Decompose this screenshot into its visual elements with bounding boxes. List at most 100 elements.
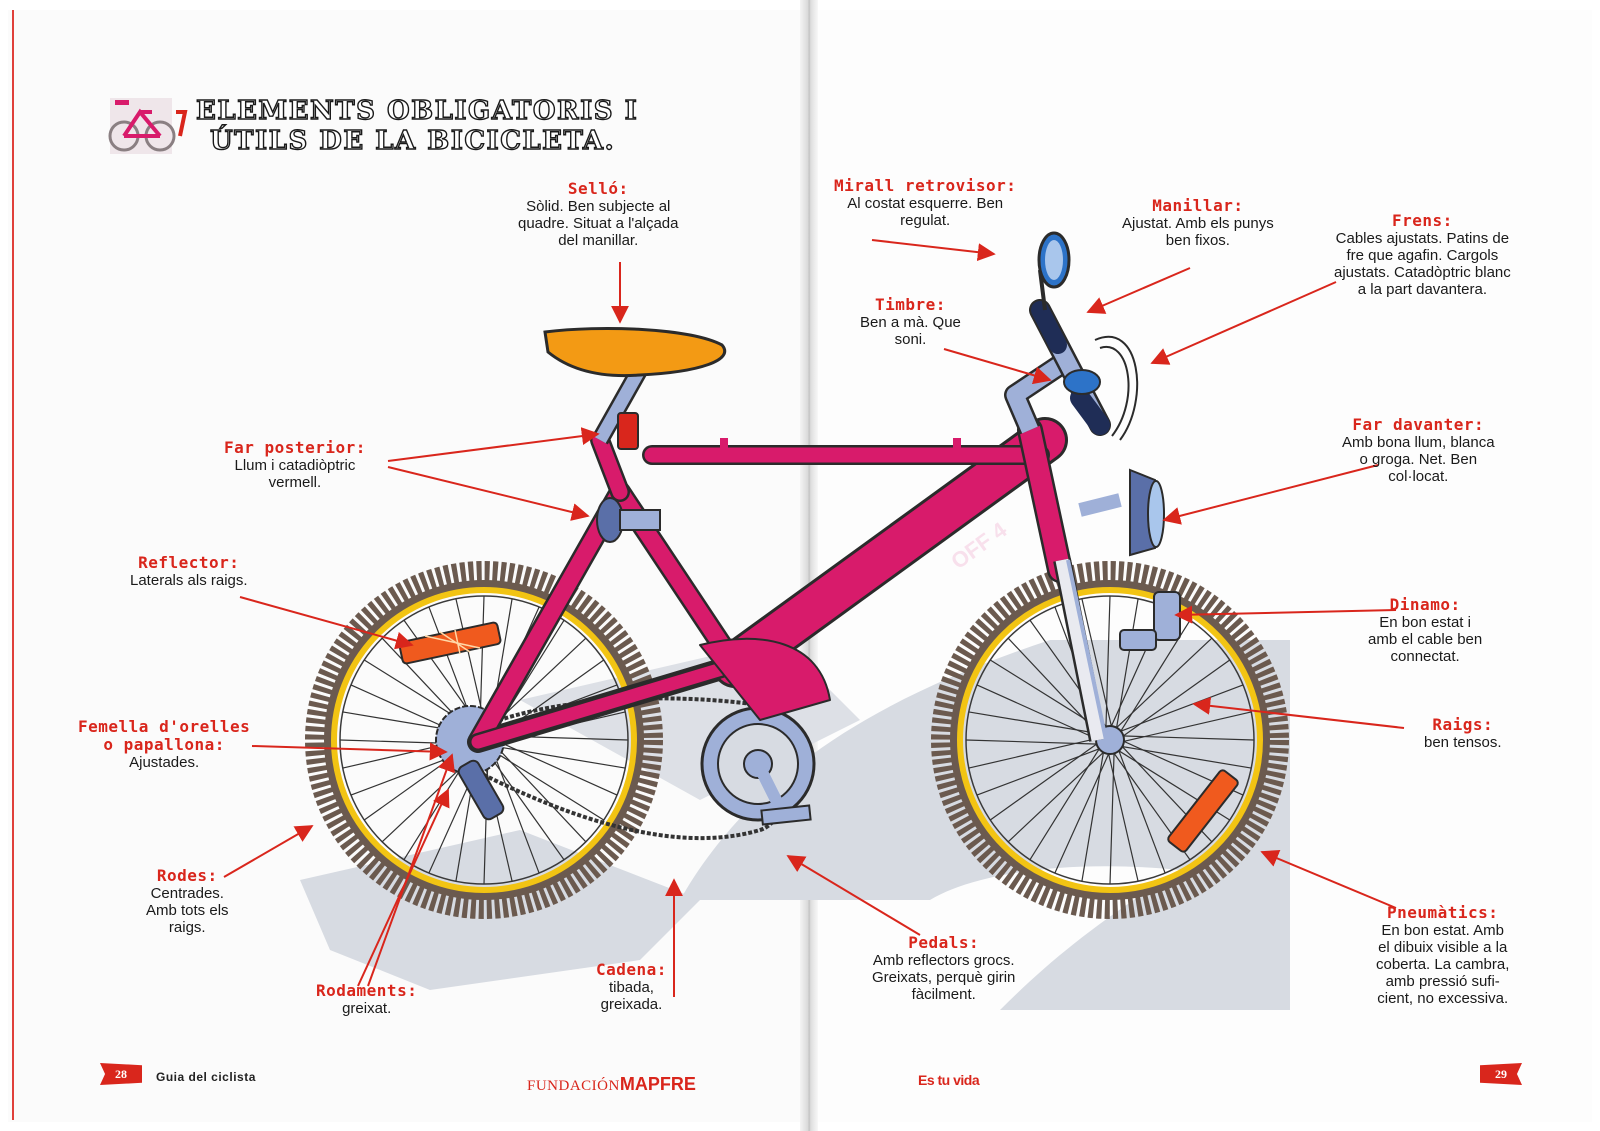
label-timbre-title: Timbre: xyxy=(874,295,946,314)
wheel-spoke xyxy=(1118,684,1244,733)
arrow-icon xyxy=(223,825,314,878)
label-far-davanter-desc-2: o groga. Net. Ben xyxy=(1359,451,1478,468)
label-rodaments-title: Rodaments: xyxy=(316,981,418,1000)
label-frens-desc-2: fre que agafin. Cargols xyxy=(1346,247,1499,264)
wheel-reflectors xyxy=(398,621,1239,853)
pointer-arrows xyxy=(223,239,1405,997)
arrow-icon xyxy=(1150,281,1337,365)
saddle-assembly xyxy=(543,327,726,450)
publisher-name: MAPFRE xyxy=(619,1074,696,1094)
label-mirall: Mirall retrovisor: Al costat esquerre. B… xyxy=(834,176,1017,230)
bicycle-frame xyxy=(467,417,1073,753)
label-rodes-desc-3: raigs. xyxy=(168,919,206,936)
wheel-spoke xyxy=(1121,711,1252,743)
label-pedals-desc-2: Greixats, perquè girin xyxy=(872,969,1016,986)
label-sello: Selló: Sòlid. Ben subjecte al quadre. Si… xyxy=(518,179,679,250)
label-rodes: Rodes: Centrades. Amb tots els raigs. xyxy=(146,866,229,937)
arrow-icon xyxy=(367,753,455,987)
wheel-spoke xyxy=(1007,750,1106,843)
label-raigs-desc-1: ben tensos. xyxy=(1424,734,1502,751)
label-pneumatics-desc-2: el dibuix visible a la xyxy=(1378,939,1508,956)
front-lamp xyxy=(1078,468,1165,557)
label-far-davanter-desc-3: col·locat. xyxy=(1388,468,1449,485)
arrow-icon xyxy=(871,239,996,262)
label-timbre-desc-2: soni. xyxy=(894,331,927,348)
publisher-logo: FUNDACIÓNMAPFRE xyxy=(527,1074,696,1095)
label-manillar: Manillar: Ajustat. Amb els punys ben fix… xyxy=(1122,196,1274,250)
running-title: Guia del ciclista xyxy=(156,1070,256,1084)
label-pneumatics-desc-1: En bon estat. Amb xyxy=(1381,922,1504,939)
wheel-spoke xyxy=(1117,748,1166,874)
label-femella-desc-1: Ajustades. xyxy=(129,754,200,771)
label-frens-desc-3: ajustats. Catadòptric blanc xyxy=(1334,264,1511,281)
label-pneumatics-title: Pneumàtics: xyxy=(1386,903,1499,922)
wheel-spoke xyxy=(1114,637,1213,730)
label-frens: Frens: Cables ajustats. Patins de fre qu… xyxy=(1334,211,1511,299)
label-mirall-desc-2: regulat. xyxy=(900,212,951,229)
publisher-prefix: FUNDACIÓN xyxy=(527,1078,620,1094)
label-sello-desc-1: Sòlid. Ben subjecte al xyxy=(526,198,671,215)
label-far-davanter: Far davanter: Amb bona llum, blanca o gr… xyxy=(1342,416,1495,486)
label-cadena: Cadena: tibada, greixada. xyxy=(596,960,667,1014)
label-dinamo-desc-2: amb el cable ben xyxy=(1368,631,1483,648)
label-dinamo: Dinamo: En bon estat i amb el cable ben … xyxy=(1368,596,1483,666)
label-reflector-title: Reflector: xyxy=(138,553,240,572)
wheel-spoke xyxy=(1105,595,1111,729)
label-cadena-title: Cadena: xyxy=(596,960,667,979)
label-frens-desc-4: a la part davantera. xyxy=(1357,281,1488,298)
arrow-icon xyxy=(387,427,600,462)
arrow-icon xyxy=(1086,267,1191,314)
label-mirall-title: Mirall retrovisor: xyxy=(834,176,1017,195)
handlebar-assembly xyxy=(1004,231,1139,441)
wheel-spoke xyxy=(976,684,1099,741)
dynamo xyxy=(1119,591,1181,651)
label-pedals-title: Pedals: xyxy=(908,933,980,952)
wheel-spoke xyxy=(494,744,587,843)
wheel-spoke xyxy=(965,739,1099,745)
label-cadena-desc-2: greixada. xyxy=(600,996,663,1013)
wheel-spoke xyxy=(1007,637,1100,736)
label-pedals-desc-1: Amb reflectors grocs. xyxy=(872,952,1015,969)
label-pneumatics: Pneumàtics: En bon estat. Amb el dibuix … xyxy=(1376,903,1509,1008)
label-femella: Femella d'orelles o papallona: Ajustades… xyxy=(78,718,250,772)
label-manillar-title: Manillar: xyxy=(1152,196,1244,215)
arrow-icon xyxy=(239,596,414,650)
arrow-icon xyxy=(1174,605,1397,624)
page-edge-line xyxy=(12,10,14,1120)
label-pedals: Pedals: Amb reflectors grocs. Greixats, … xyxy=(872,933,1016,1004)
left-page-number: 28 xyxy=(100,1063,142,1085)
label-manillar-desc-1: Ajustat. Amb els punys xyxy=(1122,215,1274,232)
label-raigs-title: Raigs: xyxy=(1432,715,1494,734)
label-far-posterior-title: Far posterior: xyxy=(224,438,366,457)
wheel-spoke xyxy=(1109,751,1115,885)
label-pneumatics-desc-5: cient, no excessiva. xyxy=(1377,990,1509,1007)
front-fork xyxy=(1053,558,1108,742)
wheel-spoke xyxy=(479,595,485,729)
label-sello-desc-3: del manillar. xyxy=(558,232,639,249)
arrow-icon xyxy=(1260,849,1397,909)
rear-lamp xyxy=(596,497,661,543)
arrow-icon xyxy=(251,742,448,761)
label-dinamo-desc-3: connectat. xyxy=(1390,648,1460,665)
label-far-davanter-desc-1: Amb bona llum, blanca xyxy=(1342,434,1495,451)
label-frens-title: Frens: xyxy=(1391,211,1453,230)
label-reflector: Reflector: Laterals als raigs. xyxy=(130,553,248,590)
arrow-icon xyxy=(1162,464,1379,525)
label-rodes-desc-2: Amb tots els xyxy=(146,902,229,919)
chapter-title-line-1: ELEMENTS OBLIGATORIS I xyxy=(195,95,639,126)
label-sello-desc-2: quadre. Situat a l'alçada xyxy=(518,215,679,232)
label-far-posterior: Far posterior: Llum i catadiòptric verme… xyxy=(224,438,366,492)
label-far-posterior-desc-2: vermell. xyxy=(268,474,322,491)
label-dinamo-desc-1: En bon estat i xyxy=(1379,614,1471,631)
label-pedals-desc-3: fàcilment. xyxy=(911,986,976,1003)
label-cadena-desc-1: tibada, xyxy=(608,979,654,996)
label-mirall-desc-1: Al costat esquerre. Ben xyxy=(847,195,1004,212)
wheel-spoke xyxy=(976,747,1102,796)
label-rodes-title: Rodes: xyxy=(156,866,218,885)
arrow-icon xyxy=(387,466,590,521)
label-rodes-desc-1: Centrades. xyxy=(150,885,224,902)
label-sello-title: Selló: xyxy=(567,179,629,198)
label-manillar-desc-2: ben fixos. xyxy=(1165,232,1230,249)
